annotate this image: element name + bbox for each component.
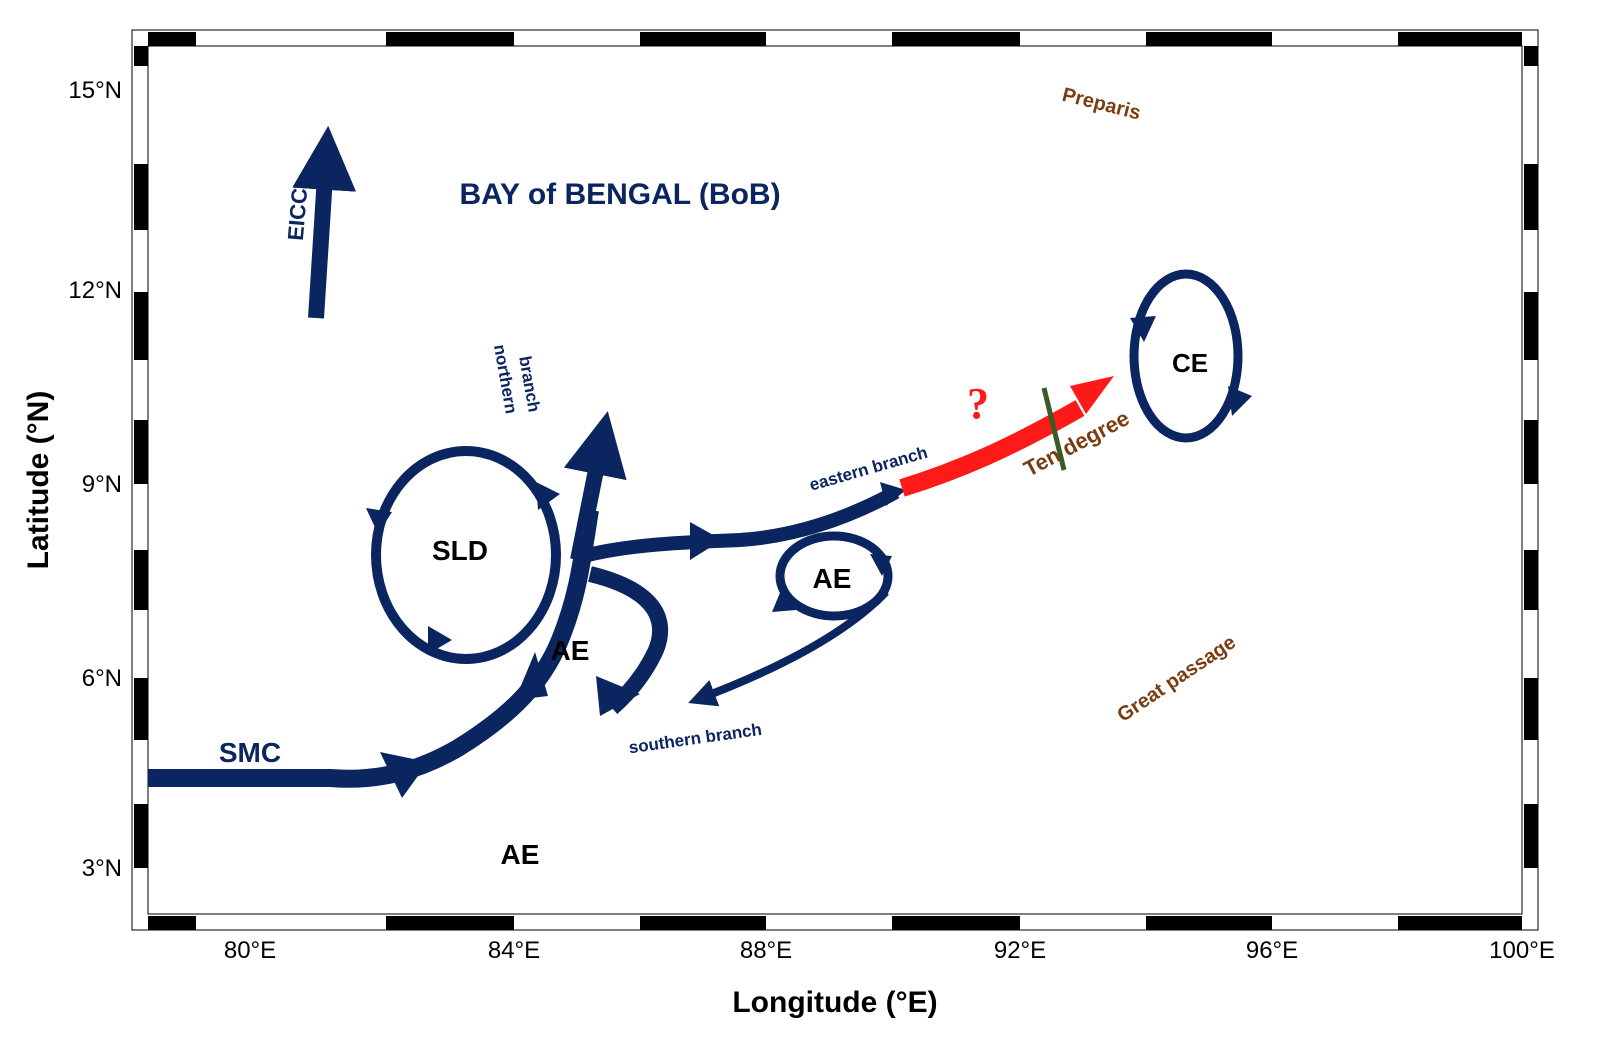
ae-center-label: AE xyxy=(551,635,590,666)
southern-hook-arrowhead xyxy=(596,676,640,716)
sld-arrowhead-bottom xyxy=(428,626,452,654)
sld-arrowhead-top xyxy=(536,482,560,510)
ten-degree-section-line xyxy=(1041,387,1067,471)
x-tick-label: 96°E xyxy=(1246,937,1298,964)
sld-eddy xyxy=(371,446,561,664)
x-tick-label: 88°E xyxy=(740,937,792,964)
ae-eddy-arrowhead-right xyxy=(870,554,892,576)
ce-eddy xyxy=(1129,269,1243,443)
smc-arrowhead-2 xyxy=(515,652,548,700)
y-axis-label: Latitude (°N) xyxy=(22,391,55,570)
x-tick-labels: 80°E 84°E 88°E 92°E 96°E 100°E xyxy=(224,937,1555,964)
question-mark: ? xyxy=(967,379,989,428)
highlight-flow xyxy=(899,376,1114,497)
smc-label: SMC xyxy=(219,737,281,768)
red-arrow xyxy=(899,400,1085,497)
y-tick-label: 12°N xyxy=(68,277,122,304)
northern-branch-arrow xyxy=(563,411,627,562)
ce-arrowhead-right xyxy=(1228,386,1252,416)
x-tick-label: 100°E xyxy=(1489,937,1555,964)
x-axis-label: Longitude (°E) xyxy=(732,986,937,1019)
southern-branch-current xyxy=(688,589,889,707)
ae-east-label: AE xyxy=(813,563,852,594)
eicc-arrow xyxy=(292,125,357,319)
bob-label: BAY of BENGAL (BoB) xyxy=(459,178,780,211)
x-tick-label: 92°E xyxy=(994,937,1046,964)
y-tick-label: 15°N xyxy=(68,77,122,104)
ae-eddy xyxy=(775,531,893,621)
y-tick-label: 6°N xyxy=(82,665,122,692)
ce-label: CE xyxy=(1172,348,1208,378)
ae-south-label: AE xyxy=(501,839,540,870)
x-tick-label: 84°E xyxy=(488,937,540,964)
y-tick-label: 9°N xyxy=(82,471,122,498)
eastern-branch-arrowhead-2 xyxy=(880,482,906,506)
y-tick-labels: 15°N 12°N 9°N 6°N 3°N xyxy=(68,77,122,882)
red-arrowhead xyxy=(1070,376,1114,414)
eastern-branch-arrowhead xyxy=(690,522,722,560)
smc-arrowhead xyxy=(380,752,428,798)
eastern-branch-current xyxy=(582,485,900,563)
x-tick-label: 80°E xyxy=(224,937,276,964)
y-tick-label: 3°N xyxy=(82,855,122,882)
ce-arrowhead-left xyxy=(1130,316,1156,342)
eicc-label: EICC xyxy=(283,187,312,242)
ae-eddy-arrowhead-left xyxy=(772,588,796,612)
sld-label: SLD xyxy=(432,535,488,566)
sld-arrowhead-left xyxy=(366,508,392,534)
currents xyxy=(148,125,1252,798)
